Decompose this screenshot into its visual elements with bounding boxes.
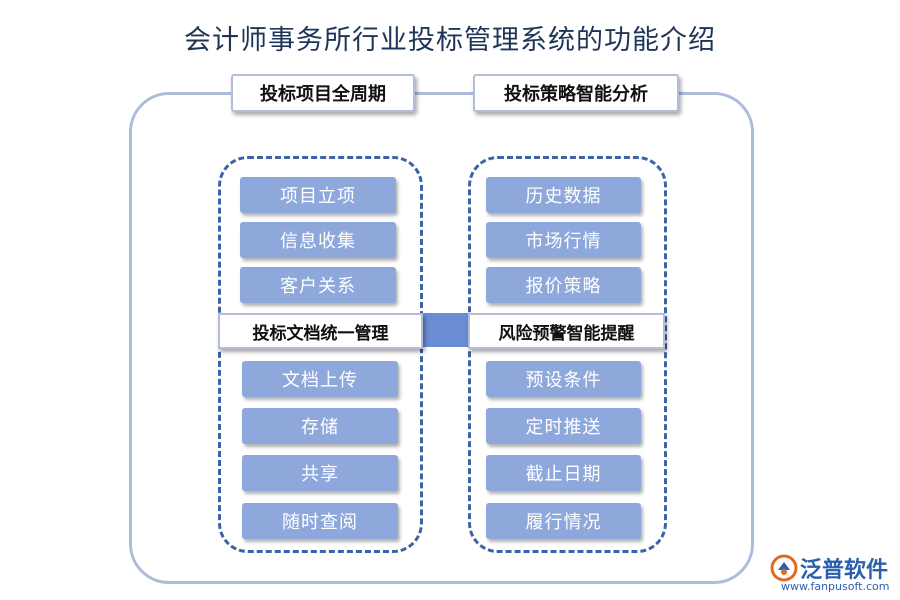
diagram-title: 会计师事务所行业投标管理系统的功能介绍: [184, 25, 716, 56]
brand-logo: 泛普软件: [770, 552, 888, 584]
right-item-market: 市场行情: [486, 222, 641, 258]
right-item-scheduled-push: 定时推送: [486, 408, 641, 444]
right-mid-label: 风险预警智能提醒: [468, 313, 665, 349]
logo-mark-icon: [770, 554, 798, 582]
left-item-client-relations: 客户关系: [240, 267, 396, 303]
left-item-project-setup: 项目立项: [240, 177, 396, 213]
logo-url: www.fanpusoft.com: [781, 580, 890, 593]
header-right: 投标策略智能分析: [473, 74, 679, 112]
left-item-info-collection: 信息收集: [240, 222, 396, 258]
left-item-upload: 文档上传: [242, 361, 398, 397]
left-item-sharing: 共享: [242, 455, 398, 491]
left-item-access: 随时查阅: [242, 503, 398, 539]
right-item-fulfillment: 履行情况: [486, 503, 641, 539]
outer-frame: [129, 92, 754, 584]
left-column-frame: [218, 156, 423, 553]
left-item-storage: 存储: [242, 408, 398, 444]
right-item-history-data: 历史数据: [486, 177, 641, 213]
right-item-deadline: 截止日期: [486, 455, 641, 491]
left-mid-label: 投标文档统一管理: [218, 313, 423, 349]
right-column-frame: [468, 156, 667, 553]
center-connector: [423, 313, 468, 347]
right-item-pricing: 报价策略: [486, 267, 641, 303]
header-left: 投标项目全周期: [231, 74, 415, 112]
right-item-preset: 预设条件: [486, 361, 641, 397]
logo-text: 泛普软件: [800, 558, 889, 583]
